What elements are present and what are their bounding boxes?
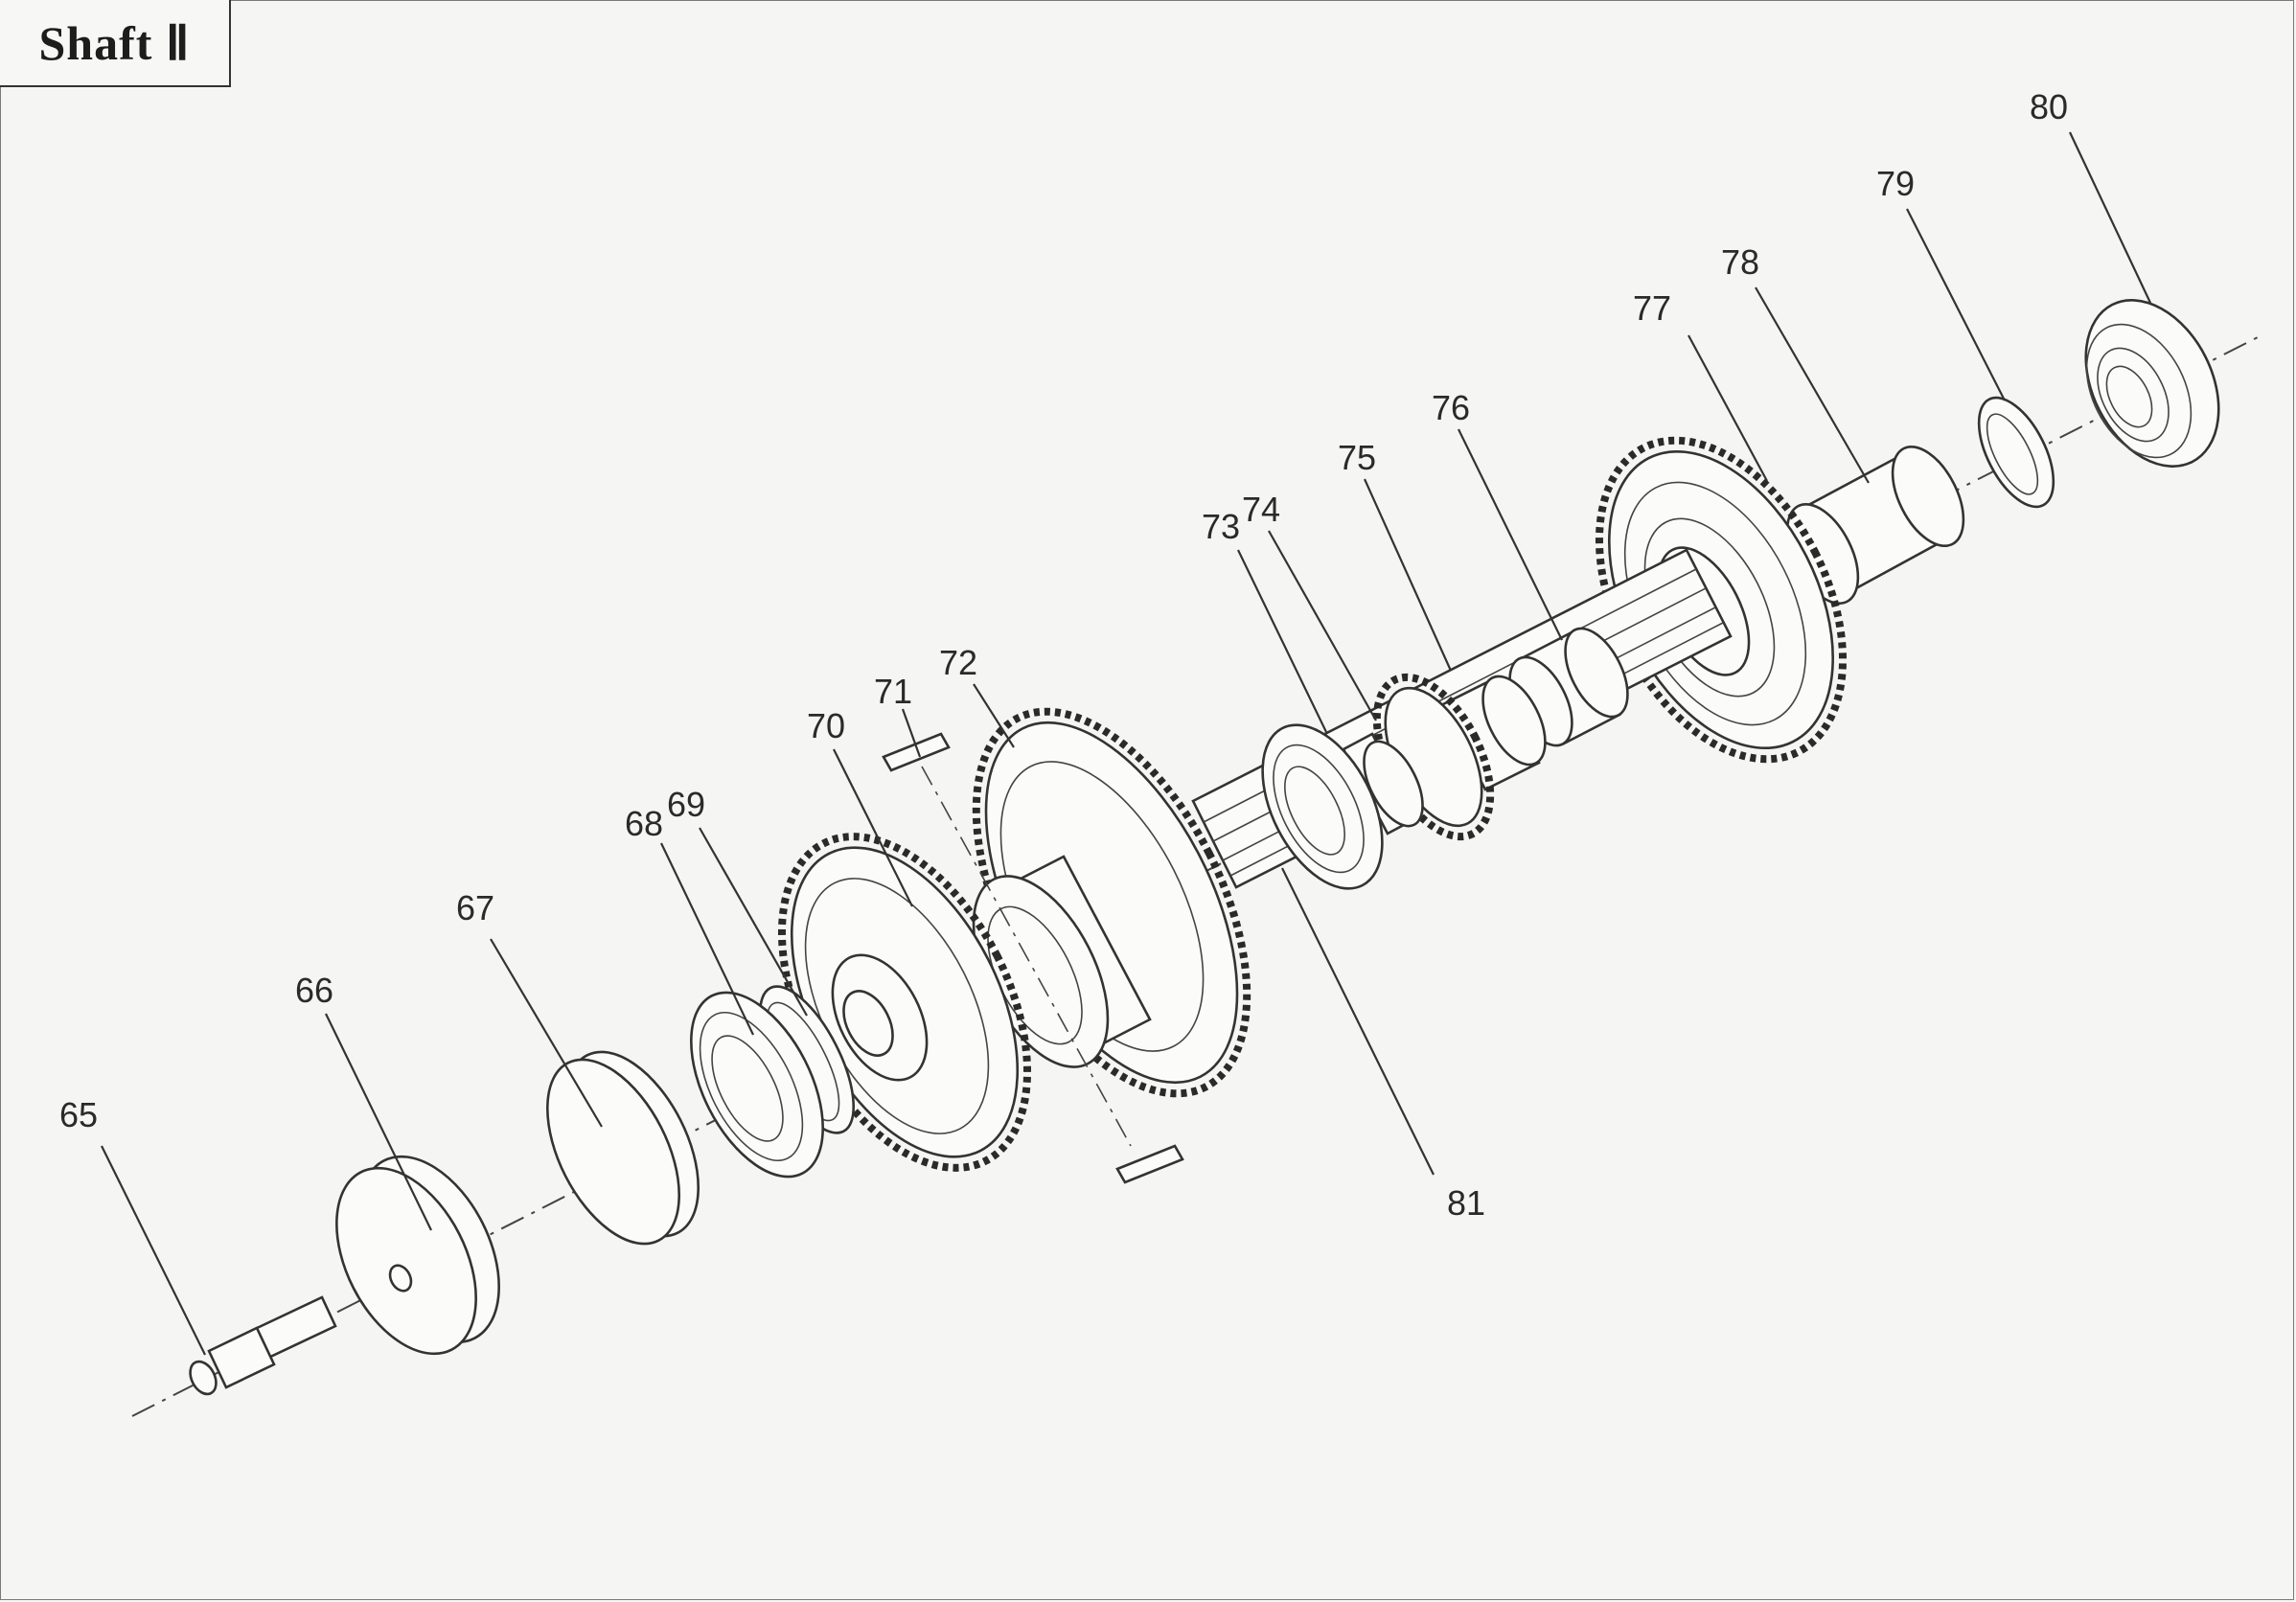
- label-67: 67: [456, 888, 494, 927]
- label-74: 74: [1242, 490, 1280, 529]
- title-box: Shaft Ⅱ: [0, 0, 231, 87]
- part-67-cover: [546, 1050, 700, 1246]
- label-77: 77: [1633, 288, 1671, 328]
- part-labels: 65 66 67 68 69 70 71 72 73 74 75 76 77 7…: [59, 87, 2068, 1223]
- part-66-washer: [335, 1155, 500, 1356]
- part-71-key: [882, 732, 1184, 1184]
- part-73-bearing: [1261, 723, 1384, 890]
- part-75-gear: [1372, 673, 1547, 841]
- label-81: 81: [1447, 1183, 1485, 1223]
- part-65-screw: [189, 1295, 337, 1396]
- label-73: 73: [1202, 507, 1240, 546]
- label-79: 79: [1876, 164, 1915, 203]
- label-72: 72: [939, 643, 977, 682]
- label-66: 66: [295, 971, 333, 1010]
- label-80: 80: [2030, 87, 2068, 126]
- label-78: 78: [1721, 242, 1759, 282]
- label-71: 71: [874, 672, 912, 711]
- label-65: 65: [59, 1095, 98, 1134]
- part-68-bearing: [690, 991, 824, 1179]
- label-68: 68: [625, 804, 663, 843]
- part-79-washer: [1977, 396, 2055, 509]
- label-76: 76: [1432, 388, 1470, 427]
- label-69: 69: [667, 785, 705, 824]
- page-title: Shaft Ⅱ: [38, 15, 191, 70]
- part-80-bearing: [2084, 299, 2220, 468]
- label-70: 70: [807, 706, 845, 745]
- leader-lines: [101, 131, 2151, 1356]
- label-75: 75: [1338, 438, 1376, 477]
